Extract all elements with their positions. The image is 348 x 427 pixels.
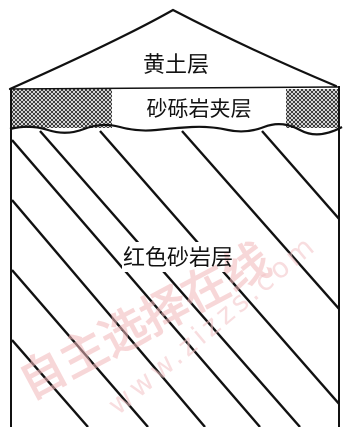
bedding-line (39, 130, 301, 427)
gravel-band-label-bg (112, 91, 286, 124)
gravel-label: 砂砾岩夹层 (147, 97, 252, 121)
red-sandstone-label: 红色砂岩层 (123, 246, 233, 271)
bedding-line (12, 269, 149, 427)
gravel-band-left (12, 89, 112, 128)
bedding-line (12, 139, 261, 427)
gravel-band-right (286, 89, 340, 128)
bedding-line (12, 199, 206, 427)
loess-label: 黄土层 (143, 53, 209, 78)
bedding-line (261, 130, 340, 221)
gravel-band-top-line (9, 86, 339, 90)
red-sandstone-label-bg (122, 242, 234, 272)
unconformity-line (9, 123, 343, 136)
bedding-line (181, 130, 340, 311)
bedding-line (12, 339, 89, 427)
loess-layer (8, 8, 338, 91)
